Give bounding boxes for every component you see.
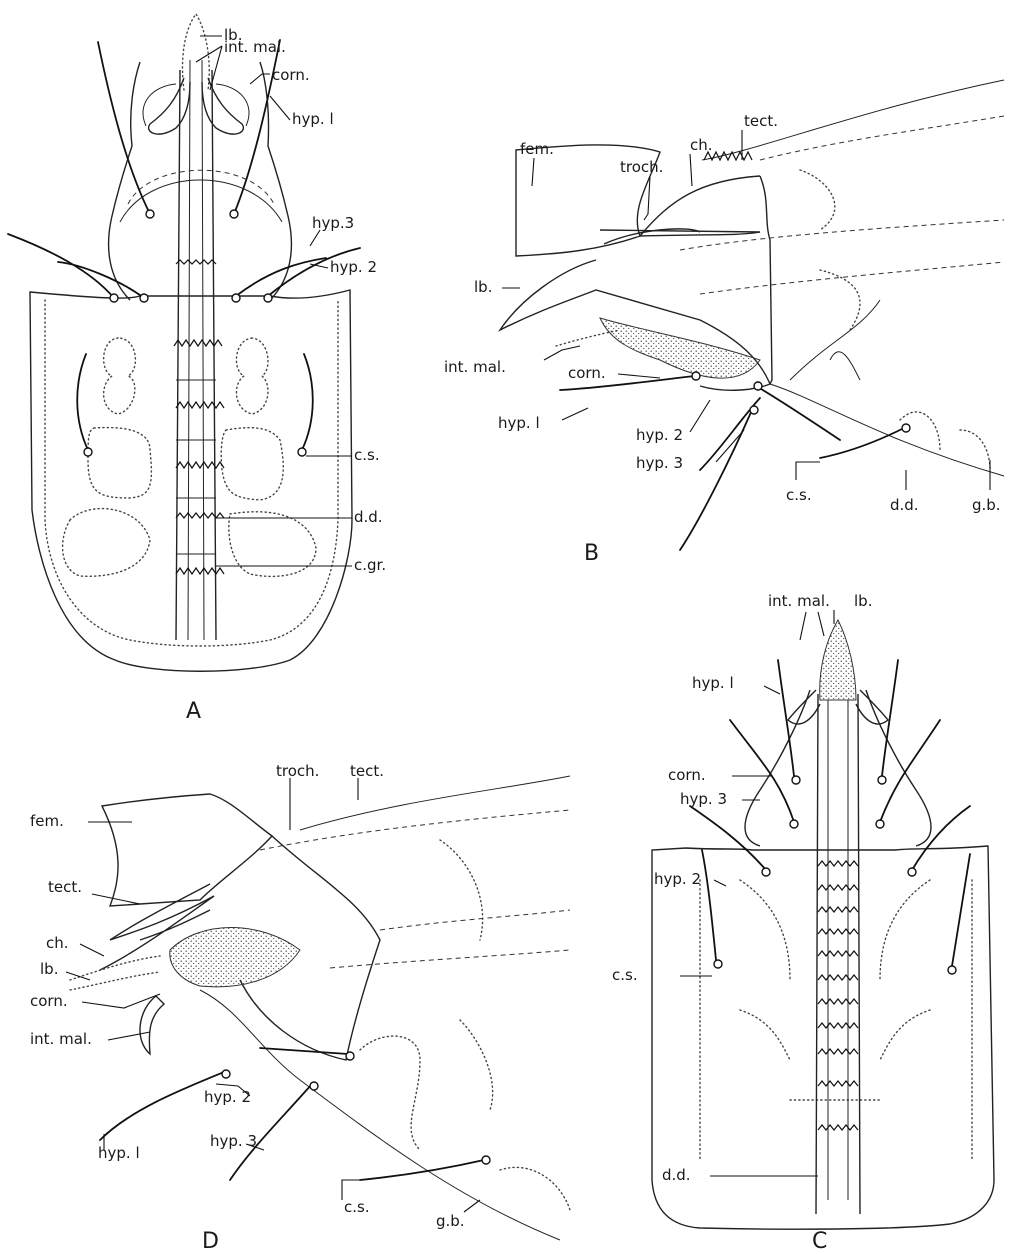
panel-a-labrum: [183, 14, 210, 90]
panel-a-plate-5: [63, 509, 150, 577]
panel-d-ventral-outline: [200, 990, 560, 1240]
panel-a-plate-2: [236, 338, 268, 414]
label-d-cs: c.s.: [344, 1198, 370, 1216]
panel-c-labrum: [820, 620, 856, 700]
label-a-hyp2: hyp. 2: [330, 258, 377, 276]
panel-a-plate-6: [229, 512, 316, 577]
label-c-int-mal: int. mal.: [768, 592, 830, 610]
label-b-cs: c.s.: [786, 486, 812, 504]
panel-c-drawing: [652, 610, 994, 1229]
panel-a-corniculi: [143, 84, 249, 126]
label-d-tect-top: tect.: [350, 762, 384, 780]
panel-b-dorsum-dashed: [680, 116, 1004, 294]
label-b-hyp3: hyp. 3: [636, 454, 683, 472]
panel-a-inner-outline: [45, 300, 338, 646]
panel-b-label: B: [584, 541, 599, 566]
panel-a-plate-1: [104, 338, 136, 414]
panel-a-sockets: [84, 210, 306, 456]
panel-d-label: D: [202, 1229, 219, 1254]
label-b-gb: g.b.: [972, 496, 1001, 514]
label-a-cs: c.s.: [354, 446, 380, 464]
panel-c-hypostome: [745, 690, 931, 846]
panel-b-drawing: [500, 80, 1004, 550]
label-a-hyp1: hyp. l: [292, 110, 334, 128]
label-c-hyp3: hyp. 3: [680, 790, 727, 808]
panel-a-dashed-arc: [128, 170, 274, 204]
panel-b-stippled-malae: [600, 318, 760, 378]
label-c-hyp1: hyp. l: [692, 674, 734, 692]
label-a-dd: d.d.: [354, 508, 383, 526]
panel-b-sockets: [692, 372, 910, 432]
panel-a-segment-lines: [176, 380, 216, 554]
label-d-hyp3: hyp. 3: [210, 1132, 257, 1150]
panel-d-dorsum-dashed: [260, 810, 570, 968]
label-b-lb: lb.: [474, 278, 492, 296]
panel-d-labels: troch. tect. fem. tect. ch. lb. corn. in…: [30, 762, 465, 1254]
panel-c-body-outline: [652, 846, 994, 1229]
label-d-hyp1: hyp. l: [98, 1144, 140, 1162]
label-d-int-mal: int. mal.: [30, 1030, 92, 1048]
label-d-hyp2: hyp. 2: [204, 1088, 251, 1106]
label-d-tect: tect.: [48, 878, 82, 896]
panel-a-channel-inner: [188, 60, 204, 640]
panel-b-leaders: [502, 130, 990, 490]
panel-c-denticle-rows: [818, 861, 858, 1130]
panel-a-hypostome-right: [260, 62, 291, 300]
label-d-gb: g.b.: [436, 1212, 465, 1230]
panel-a-plate-3: [88, 428, 151, 498]
panel-d-drawing: [66, 776, 570, 1240]
label-a-corn: corn.: [272, 66, 310, 84]
panel-b-labels: tect. ch. fem. troch. lb. int. mal. corn…: [444, 112, 1001, 566]
label-b-int-mal: int. mal.: [444, 358, 506, 376]
panel-b-setae: [560, 376, 904, 550]
label-c-hyp2: hyp. 2: [654, 870, 701, 888]
label-c-dd: d.d.: [662, 1166, 691, 1184]
label-d-fem: fem.: [30, 812, 64, 830]
label-d-troch: troch.: [276, 762, 319, 780]
label-d-lb: lb.: [40, 960, 58, 978]
label-b-troch: troch.: [620, 158, 663, 176]
panel-a-plate-4: [221, 428, 283, 500]
panel-d-dotted-body: [360, 840, 570, 1210]
panel-d-sockets: [222, 1052, 490, 1164]
panel-a-body-outline: [30, 290, 352, 671]
panel-a-denticle-rows: [174, 260, 224, 574]
label-b-corn: corn.: [568, 364, 606, 382]
panel-a-hyp1-setae: [98, 40, 280, 214]
panel-c-channel: [816, 694, 860, 1214]
label-b-ch: ch.: [690, 136, 713, 154]
panel-d-stippled-malae: [170, 928, 300, 987]
label-b-hyp1: hyp. l: [498, 414, 540, 432]
label-a-cgr: c.gr.: [354, 556, 386, 574]
label-b-tect: tect.: [744, 112, 778, 130]
panel-b-dotted-body: [800, 170, 990, 470]
panel-d-femur: [102, 794, 272, 906]
label-a-int-mal: int. mal.: [224, 38, 286, 56]
label-b-hyp2: hyp. 2: [636, 426, 683, 444]
panel-d-setae: [100, 1048, 484, 1180]
label-b-fem: fem.: [520, 140, 554, 158]
label-c-corn: corn.: [668, 766, 706, 784]
panel-a-cs-setae: [77, 354, 313, 450]
panel-d-corniculus: [140, 996, 164, 1054]
panel-c-label: C: [812, 1229, 827, 1254]
panel-a-hyp2-setae: [8, 234, 360, 298]
label-c-lb: lb.: [854, 592, 872, 610]
panel-c-body-dotted: [700, 880, 972, 1160]
panel-b-ventral-outline: [770, 300, 1004, 476]
label-c-cs: c.s.: [612, 966, 638, 984]
panel-a-label: A: [186, 699, 201, 724]
label-a-hyp3: hyp.3: [312, 214, 354, 232]
label-b-dd: d.d.: [890, 496, 919, 514]
label-d-ch: ch.: [46, 934, 69, 952]
panel-d-tectum: [300, 776, 570, 830]
label-d-corn: corn.: [30, 992, 68, 1010]
panel-d-labrum-hairs: [70, 956, 160, 990]
